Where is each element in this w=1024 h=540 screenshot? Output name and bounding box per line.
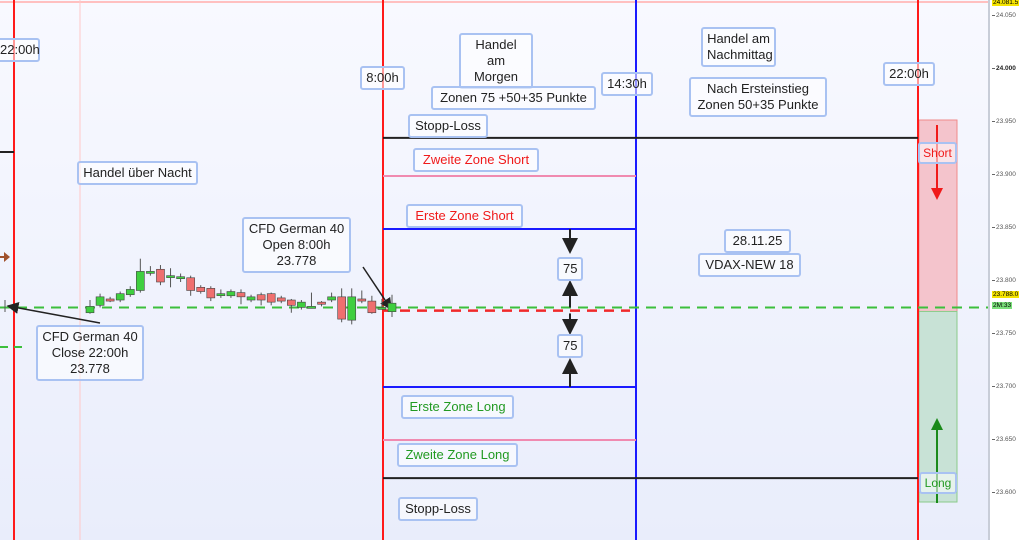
candle-up	[377, 307, 387, 310]
label-date: 28.11.25	[724, 229, 791, 253]
candle-down	[266, 293, 276, 303]
candle-down	[317, 301, 326, 305]
marker-triangle-icon	[4, 252, 10, 262]
y-tick-label: 23.900	[992, 171, 1016, 178]
label-vdax: VDAX-NEW 18	[698, 253, 801, 277]
label-long: Long	[919, 472, 957, 494]
label-distance-down: 75	[557, 334, 583, 358]
candle-down	[276, 297, 286, 302]
candle-up	[226, 291, 236, 297]
candle-up	[176, 276, 185, 280]
candle-down	[105, 298, 115, 302]
candle-up	[347, 296, 357, 321]
candle-up	[136, 271, 145, 291]
label-time-2200-right: 22:00h	[883, 62, 935, 86]
label-second-zone-long: Zweite Zone Long	[397, 443, 518, 467]
y-tick-label: 24.000	[992, 65, 1016, 72]
candle-down	[256, 294, 266, 301]
candle-up	[297, 301, 306, 308]
label-overnight: Handel über Nacht	[77, 161, 198, 185]
close-pointer-arrow-icon	[6, 302, 101, 324]
y-tick-label: 24.050	[992, 12, 1016, 19]
label-time-0800: 8:00h	[360, 66, 405, 90]
chart-canvas	[0, 0, 990, 540]
candle-up	[146, 271, 155, 274]
label-distance-up: 75	[557, 257, 583, 281]
label-first-zone-long: Erste Zone Long	[401, 395, 514, 419]
candle-down	[337, 296, 346, 320]
y-tick-label: 23.700	[992, 383, 1016, 390]
y-tick-label: 23.750	[992, 330, 1016, 337]
candle-down	[367, 300, 377, 314]
candle-up	[166, 275, 175, 278]
label-time-1430: 14:30h	[601, 72, 653, 96]
candle-timer-tag: 2M:33	[992, 302, 1013, 309]
price-tag-top: 24.081.5	[992, 0, 1020, 6]
candle-up	[327, 296, 336, 301]
candle-up	[307, 306, 316, 309]
candle-up	[216, 293, 226, 296]
candle-up	[387, 302, 397, 312]
label-afternoon: Handel am Nachmittag	[701, 27, 776, 67]
price-axis[interactable]: 24.050 24.000 23.950 23.900 23.850 23.800 23.7…	[988, 0, 1024, 540]
label-morning: Handel am Morgen	[459, 33, 533, 89]
candle-down	[287, 299, 296, 306]
label-close-info: CFD German 40 Close 22:00h 23.778	[36, 325, 144, 381]
candle-up	[85, 306, 95, 314]
label-zones-morning: Zonen 75 +50+35 Punkte	[431, 86, 596, 110]
label-second-zone-short: Zweite Zone Short	[413, 148, 539, 172]
y-tick-label: 23.650	[992, 436, 1016, 443]
label-first-zone-short: Erste Zone Short	[406, 204, 523, 228]
open-pointer-arrow-icon	[362, 266, 392, 311]
candle-up	[95, 296, 105, 306]
candle-up	[246, 296, 256, 301]
y-tick-label: 23.800	[992, 277, 1016, 284]
label-time-2200-left: 22:00h	[0, 38, 40, 62]
label-stop-loss-top: Stopp-Loss	[408, 114, 488, 138]
candle-down	[186, 277, 195, 291]
y-tick-label: 23.600	[992, 489, 1016, 496]
y-tick-label: 23.950	[992, 118, 1016, 125]
label-zones-afternoon: Nach Ersteinstieg Zonen 50+35 Punkte	[689, 77, 827, 117]
label-stop-loss-bottom: Stopp-Loss	[398, 497, 478, 521]
label-short: Short	[918, 142, 957, 164]
candle-up	[115, 293, 125, 301]
candle-down	[156, 268, 165, 283]
y-tick-label: 23.850	[992, 224, 1016, 231]
candle-down	[196, 286, 206, 292]
candle-up	[125, 289, 135, 296]
label-open-info: CFD German 40 Open 8:00h 23.778	[242, 217, 351, 273]
candle-down	[236, 292, 246, 298]
price-tag-current: 23.788.0	[992, 291, 1020, 298]
candle-down	[206, 288, 216, 299]
candle-down	[357, 298, 367, 302]
chart-plot-area[interactable]: 22:00h 8:00h 14:30h 22:00h Handel am Mor…	[0, 0, 990, 540]
